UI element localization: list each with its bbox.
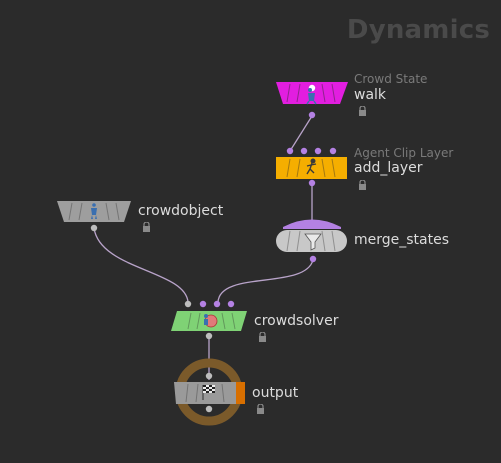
node-walk[interactable] <box>276 82 348 119</box>
crowdobject-output-port <box>90 224 98 232</box>
walk-output-port <box>308 111 316 119</box>
crowdsolver-input-port-2 <box>199 300 207 308</box>
running-figure-icon <box>306 158 317 175</box>
agent-figure-icon <box>91 203 97 219</box>
crowdsolver-lock-icon[interactable] <box>258 332 267 342</box>
wire-merge-to-solver <box>217 259 314 303</box>
merge-states-node-name[interactable]: merge_states <box>354 232 450 248</box>
output-output-port <box>205 405 213 413</box>
walk-node-type-label: Crowd State <box>354 72 428 86</box>
wire-crowdobject-to-solver <box>93 227 189 303</box>
crowdobject-lock-icon[interactable] <box>142 222 151 232</box>
crowdsolver-input-port-1 <box>184 300 192 308</box>
crowdobject-node-name[interactable]: crowdobject <box>138 203 224 219</box>
node-output[interactable] <box>174 372 245 413</box>
node-add-layer[interactable] <box>276 147 347 187</box>
crowdsolver-input-port-4 <box>227 300 235 308</box>
add-layer-node-name[interactable]: add_layer <box>354 160 423 176</box>
crowd-solver-icon <box>204 314 218 328</box>
crowdsolver-input-port-3 <box>213 300 221 308</box>
funnel-icon <box>304 233 322 251</box>
wire-walk-to-add-layer <box>289 115 313 152</box>
crowdsolver-node-name[interactable]: crowdsolver <box>254 313 339 329</box>
merge-states-input-bar <box>283 219 341 229</box>
add-layer-input-port-1 <box>286 147 294 155</box>
walk-lock-icon[interactable] <box>358 106 367 116</box>
checkered-flag-icon <box>202 385 215 400</box>
output-node-name[interactable]: output <box>252 385 299 401</box>
add-layer-node-type-label: Agent Clip Layer <box>354 146 454 160</box>
crowdsolver-output-port <box>205 332 213 340</box>
network-context-title: Dynamics <box>346 15 490 45</box>
add-layer-input-port-4 <box>329 147 337 155</box>
merge-states-output-port <box>309 255 317 263</box>
add-layer-input-port-2 <box>300 147 308 155</box>
walk-node-name[interactable]: walk <box>354 87 387 103</box>
output-input-port <box>205 372 213 380</box>
node-merge-states[interactable] <box>276 219 347 263</box>
output-lock-icon[interactable] <box>256 404 265 414</box>
walking-figure-icon <box>306 84 317 105</box>
add-layer-input-port-3 <box>314 147 322 155</box>
node-crowdobject[interactable] <box>57 201 131 232</box>
node-crowdsolver[interactable] <box>171 300 247 340</box>
output-display-flag <box>236 382 245 404</box>
add-layer-output-port <box>308 179 316 187</box>
add-layer-node-body <box>276 157 347 179</box>
add-layer-lock-icon[interactable] <box>358 180 367 190</box>
